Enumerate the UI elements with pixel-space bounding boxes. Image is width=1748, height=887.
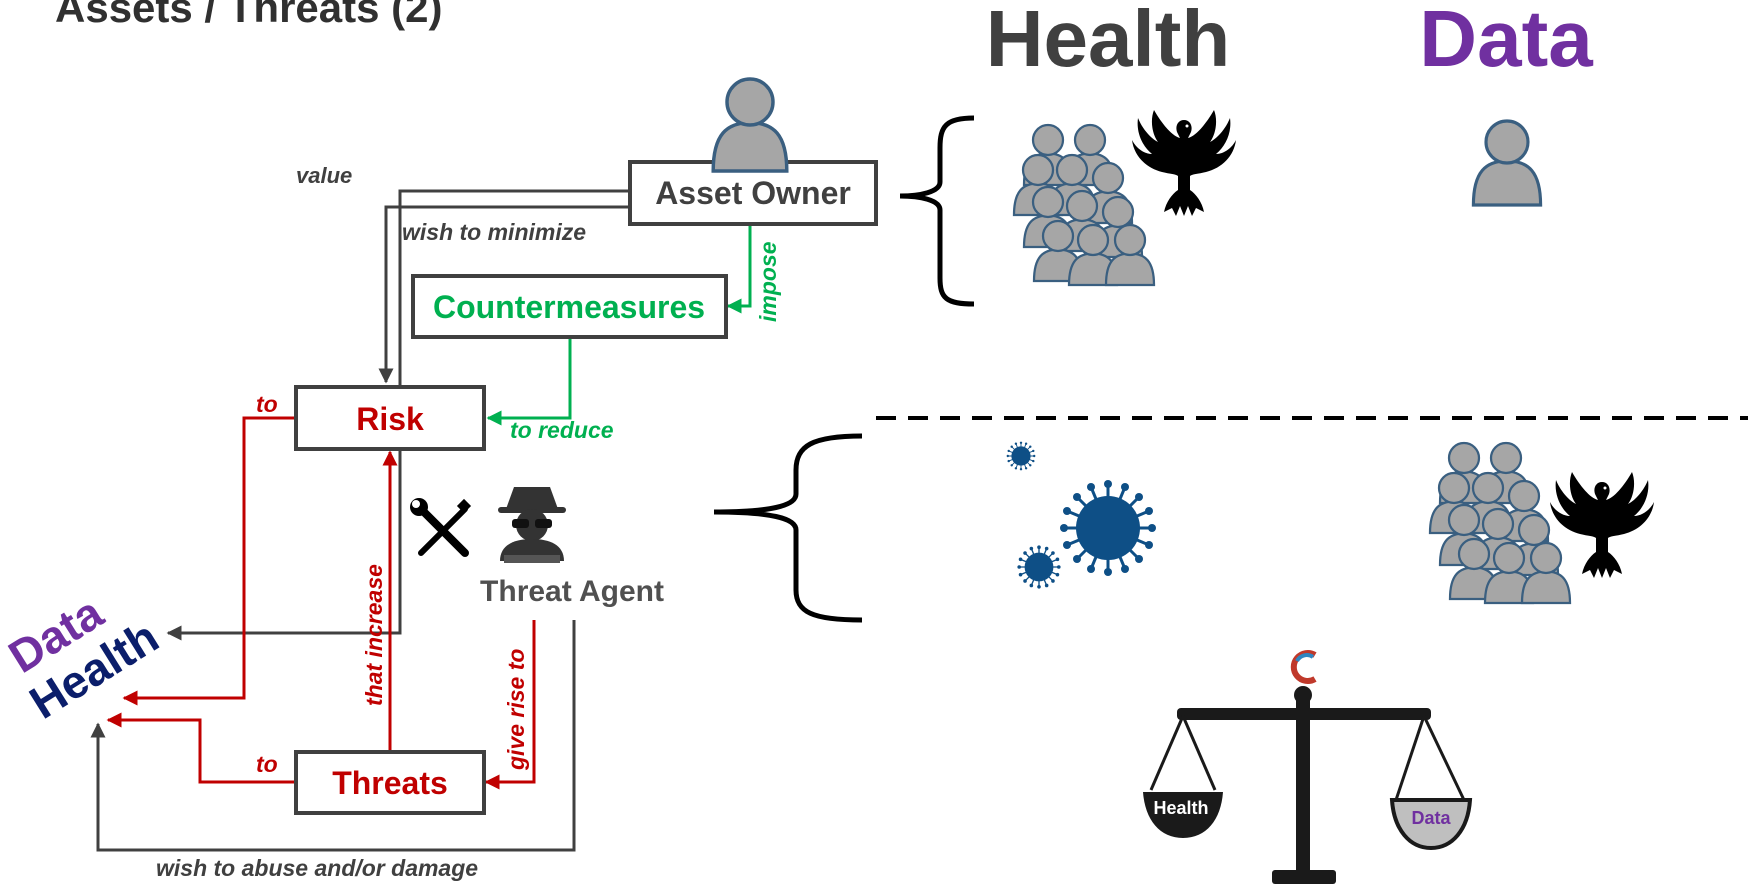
population-crowd-icon [1014, 125, 1154, 285]
risk-to-assets-arrow [122, 416, 296, 706]
virus-tiny-icon [1006, 441, 1036, 471]
risk-label: Risk [356, 401, 424, 437]
threats-label: Threats [332, 765, 448, 801]
threats-box: Threats [294, 750, 486, 815]
threat-brace [713, 433, 863, 623]
risk-box: Risk [294, 385, 486, 451]
scale-health-label: Health [1153, 798, 1208, 818]
give-rise-to-arrow [484, 620, 536, 790]
virus-small-icon [1016, 544, 1062, 590]
impose-arrow [726, 223, 752, 314]
wish-to-minimize-label: wish to minimize [402, 219, 586, 245]
wish-to-abuse-arrow [90, 620, 576, 852]
asset-owner-person-icon [711, 77, 789, 173]
to-reduce-label: to reduce [510, 417, 614, 443]
give-rise-to-label: give rise to [503, 649, 529, 771]
to-threats-label: to [256, 751, 278, 777]
slide-title: Assets / Threats (2) [55, 0, 442, 31]
asset-owner-label: Asset Owner [655, 175, 851, 211]
impose-label: impose [755, 241, 781, 322]
wish-to-abuse-label: wish to abuse and/or damage [156, 855, 478, 881]
countermeasures-label: Countermeasures [433, 289, 705, 325]
state-eagle-icon [1550, 472, 1654, 578]
hacker-icon [498, 487, 566, 563]
threat-agent-label: Threat Agent [480, 575, 664, 608]
assets-label-group: Data Health [0, 586, 167, 729]
federal-eagle-icon [1132, 110, 1236, 216]
owner-brace [899, 115, 975, 307]
to-risk-label: to [256, 391, 278, 417]
health-header: Health [986, 0, 1231, 83]
tools-icon [410, 498, 472, 557]
scale-icon [1143, 686, 1473, 884]
data-header: Data [1419, 0, 1593, 83]
to-reduce-arrow [486, 337, 572, 426]
scale-data-label: Data [1411, 808, 1451, 828]
wish-to-minimize-arrow [378, 205, 630, 384]
that-increase-label: that increase [361, 564, 387, 706]
logo-icon [1290, 650, 1317, 684]
state-crowd-icon [1430, 443, 1570, 603]
asset-owner-box: Asset Owner [628, 160, 878, 226]
value-label: value [296, 163, 352, 188]
individual-person-icon [1471, 119, 1543, 207]
virus-large-icon [1058, 478, 1158, 578]
countermeasures-box: Countermeasures [411, 274, 728, 339]
threats-to-assets-arrow [106, 712, 296, 784]
